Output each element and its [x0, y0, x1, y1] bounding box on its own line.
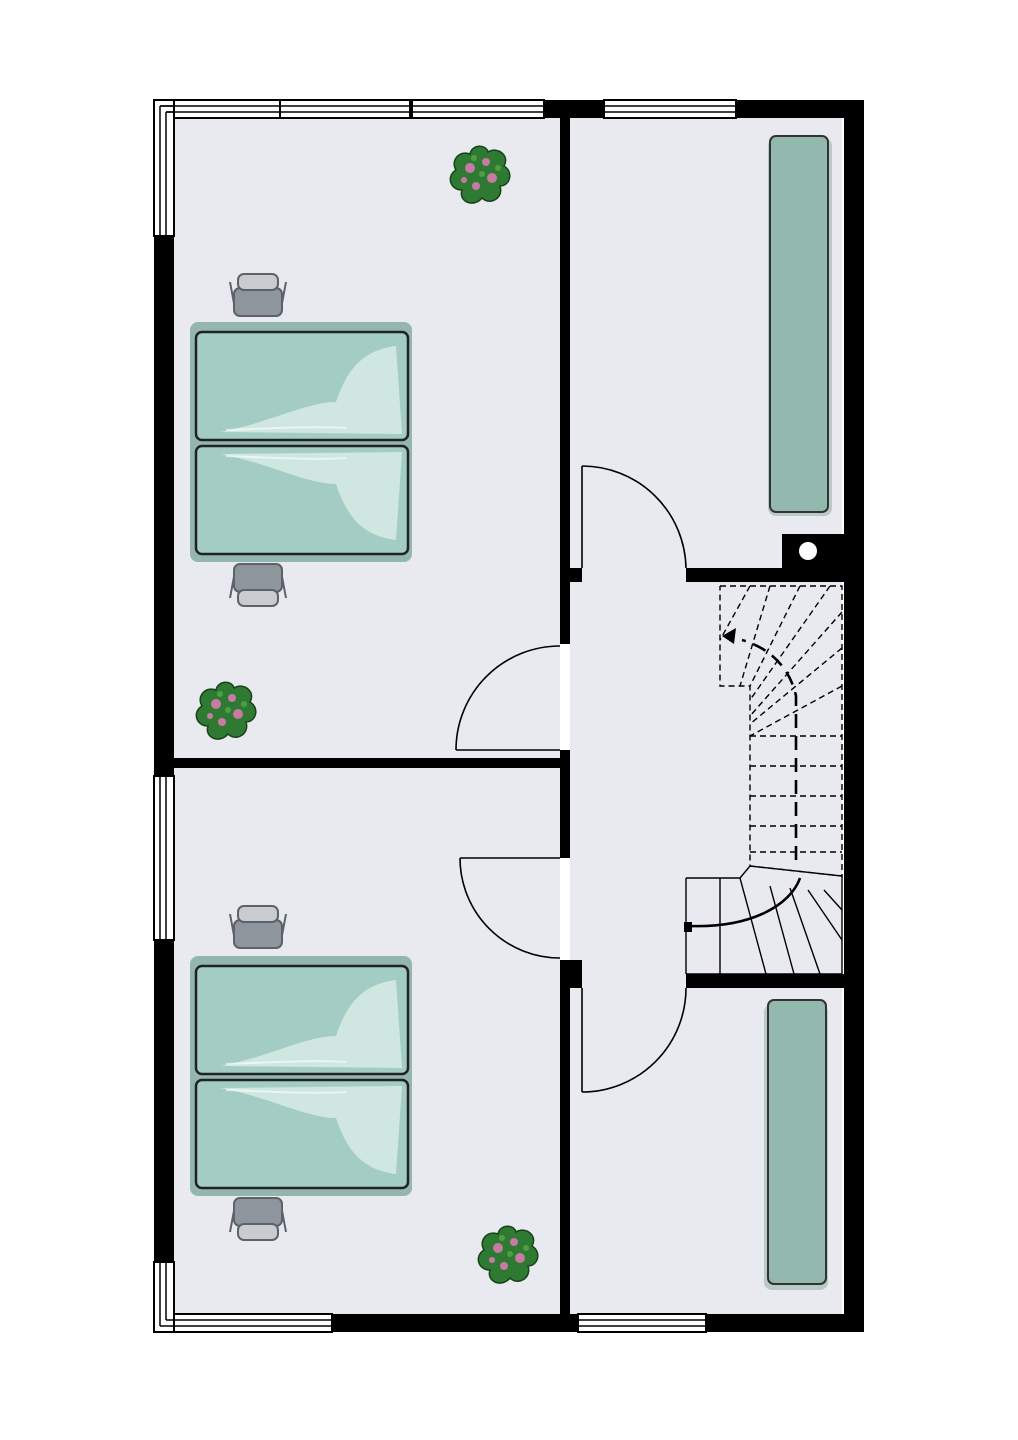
- doors: [455, 465, 687, 1093]
- window-icon: [153, 99, 281, 237]
- chair-icon: [229, 563, 287, 607]
- chair-icon: [229, 905, 287, 949]
- door-swing-icon: [455, 645, 561, 751]
- window-icon: [411, 99, 545, 119]
- bed-icon: [190, 905, 412, 1241]
- door-swing-icon: [581, 465, 687, 569]
- wardrobe-icon: [764, 999, 828, 1290]
- window-icon: [603, 99, 737, 119]
- windows: [153, 99, 737, 1333]
- chair-icon: [229, 1197, 287, 1241]
- door-swing-icon: [581, 987, 687, 1093]
- arrow-icon: [722, 628, 736, 644]
- bed-icon: [190, 273, 412, 607]
- chair-icon: [229, 273, 287, 317]
- window-icon: [153, 775, 175, 941]
- stairs-icon: [684, 585, 843, 975]
- window-icon: [279, 99, 411, 119]
- window-icon: [153, 1261, 333, 1333]
- column-icon: [782, 534, 844, 568]
- door-swing-icon: [459, 857, 561, 959]
- wardrobe-icon: [768, 135, 832, 516]
- window-icon: [577, 1313, 707, 1333]
- interior-walls: [174, 118, 844, 1314]
